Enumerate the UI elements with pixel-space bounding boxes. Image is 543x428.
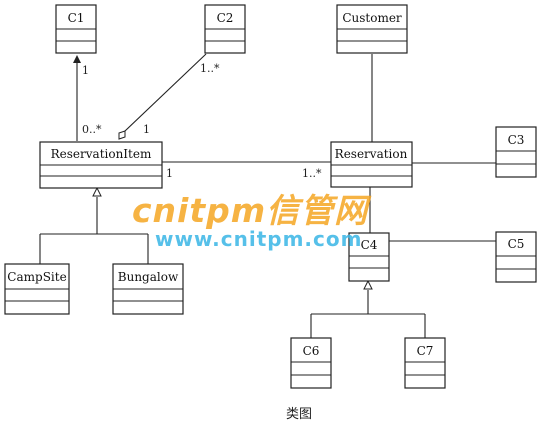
- class-c4: C4: [348, 232, 390, 282]
- class-customer: Customer: [336, 4, 408, 54]
- mult-c2-end: 1..*: [200, 62, 220, 75]
- watermark-url: www.cnitpm.com: [155, 227, 362, 251]
- mult-c1-end: 1: [82, 64, 89, 77]
- multiplicities: 1 1..* 0..* 1 1 1..*: [82, 62, 322, 180]
- class-campsite-name: CampSite: [7, 270, 66, 284]
- class-bungalow: Bungalow: [112, 263, 184, 315]
- class-bungalow-name: Bungalow: [118, 270, 179, 284]
- class-reservation: Reservation: [330, 141, 413, 188]
- class-campsite: CampSite: [4, 263, 70, 315]
- class-reservation-item: ReservationItem: [39, 141, 163, 189]
- class-c1: C1: [55, 4, 97, 54]
- class-c1-name: C1: [68, 11, 85, 25]
- class-reservation-item-name: ReservationItem: [51, 147, 152, 161]
- class-c6-name: C6: [303, 344, 320, 358]
- arrowhead-c1: [73, 55, 81, 63]
- generalization-triangle-c4: [363, 279, 373, 290]
- watermark: cnitpm信管网 www.cnitpm.com: [132, 191, 372, 251]
- generalization-triangle-item: [92, 186, 102, 197]
- class-c3-name: C3: [508, 133, 525, 147]
- class-c5-name: C5: [508, 237, 525, 251]
- diagram-caption: 类图: [286, 407, 312, 422]
- aggregation-diamond: [118, 130, 126, 140]
- class-c3: C3: [495, 126, 537, 178]
- class-customer-name: Customer: [342, 11, 402, 25]
- class-c6: C6: [290, 337, 332, 389]
- mult-res-item-end: 1..*: [302, 167, 322, 180]
- class-c2-name: C2: [217, 11, 234, 25]
- class-c4-name: C4: [361, 238, 378, 252]
- assoc-c2-item: [124, 53, 207, 132]
- class-c2: C2: [204, 4, 246, 54]
- class-c5: C5: [495, 231, 537, 283]
- class-c7: C7: [404, 337, 446, 389]
- mult-item-c1-end: 0..*: [82, 123, 102, 136]
- mult-item-res-end: 1: [166, 167, 173, 180]
- connectors: [39, 53, 496, 338]
- mult-item-c2-end: 1: [143, 123, 150, 136]
- class-reservation-name: Reservation: [335, 147, 408, 161]
- watermark-brand: cnitpm信管网: [132, 191, 372, 230]
- class-c7-name: C7: [417, 344, 434, 358]
